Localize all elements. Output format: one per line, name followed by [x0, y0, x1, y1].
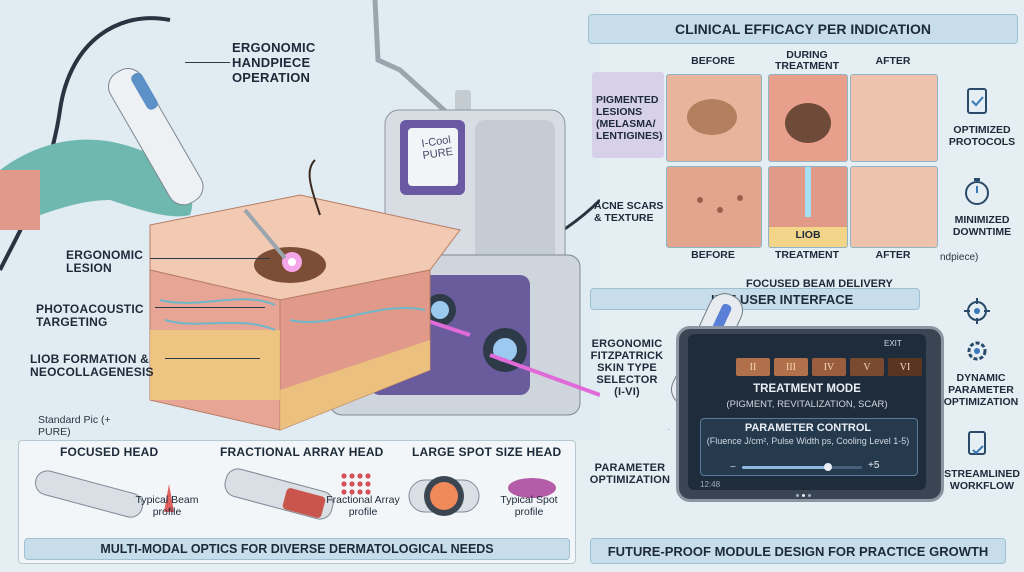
parameter-control-title: PARAMETER CONTROL	[744, 422, 872, 434]
efficacy-title: CLINICAL EFFICACY PER INDICATION	[588, 14, 1018, 44]
sidebar-label-protocols: OPTIMIZED PROTOCOLS	[948, 124, 1016, 148]
acne-during-image: LIOB	[768, 166, 848, 248]
document-check-icon	[968, 431, 986, 455]
treatment-mode-options[interactable]: (PIGMENT, REVITALIZATION, SCAR)	[726, 399, 888, 410]
skin-type-vi[interactable]: VI	[888, 358, 922, 376]
page-dots	[796, 484, 816, 497]
lesion-label: ERGONOMIC LESION	[66, 248, 144, 275]
efficacy-footer-after: AFTER	[875, 249, 911, 261]
head-title-focused: FOCUSED HEAD	[60, 445, 159, 459]
sidebar-label-workflow: STREAMLINED WORKFLOW	[944, 468, 1020, 492]
standard-pic-label: Standard Pic (+ PURE)	[38, 414, 111, 438]
head-title-large-spot: LARGE SPOT SIZE HEAD	[412, 445, 562, 459]
liob-label: LIOB FORMATION & NEOCOLLAGENESIS	[30, 352, 154, 379]
pigmented-before-image	[666, 74, 762, 162]
optics-banner: MULTI-MODAL OPTICS FOR DIVERSE DERMATOLO…	[24, 538, 570, 560]
head-caption-fractional: Fractional Array profile	[326, 494, 400, 518]
parameter-slider-track[interactable]	[742, 463, 862, 471]
optics-heads-art	[34, 468, 556, 520]
parameter-control-detail: (Fluence J/cm², Pulse Width ps, Cooling …	[706, 436, 910, 446]
sidebar-label-downtime: MINIMIZED DOWNTIME	[952, 214, 1012, 238]
efficacy-col-before: BEFORE	[691, 55, 735, 67]
head-caption-focused: Typical Beam profile	[135, 494, 199, 518]
future-proof-banner: FUTURE-PROOF MODULE DESIGN FOR PRACTICE …	[590, 538, 1006, 564]
acne-after-image	[850, 166, 938, 248]
efficacy-footer-treatment: TREATMENT	[775, 249, 839, 261]
skin-type-v[interactable]: V	[850, 358, 884, 376]
pigmented-during-image	[768, 74, 848, 162]
skin-type-iii[interactable]: III	[774, 358, 808, 376]
efficacy-footer-before: BEFORE	[691, 249, 735, 261]
screen-clock: 12:48	[700, 480, 721, 489]
acne-before-image	[666, 166, 762, 248]
head-title-fractional: FRACTIONAL ARRAY HEAD	[220, 445, 384, 459]
slider-value: +5	[868, 460, 880, 471]
efficacy-row-pigmented: PIGMENTED LESIONS (MELASMA/ LENTIGINES)	[596, 94, 663, 142]
skin-type-iv[interactable]: IV	[812, 358, 846, 376]
parameter-slider-thumb[interactable]	[824, 463, 833, 471]
head-caption-large-spot: Typical Spot profile	[500, 494, 558, 518]
crosshair-icon	[964, 298, 990, 324]
efficacy-row-acne: ACNE SCARS & TEXTURE	[594, 200, 664, 224]
skin-type-ii[interactable]: II	[736, 358, 770, 376]
overflow-text: ndpiece)	[940, 252, 979, 263]
device-illustration	[0, 0, 600, 440]
handpiece-label: ERGONOMIC HANDPIECE OPERATION	[232, 40, 316, 85]
focused-beam-label: FOCUSED BEAM DELIVERY	[746, 278, 893, 290]
pigmented-after-image	[850, 74, 938, 162]
slider-minus-icon[interactable]: −	[730, 462, 736, 473]
liob-overlay-label: LIOB	[795, 229, 821, 241]
photoacoustic-label: PHOTOACOUSTIC TARGETING	[36, 302, 144, 329]
stopwatch-icon	[965, 178, 989, 205]
treatment-mode-title: TREATMENT MODE	[753, 383, 861, 395]
fitzpatrick-label: ERGONOMIC FITZPATRICK SKIN TYPE SELECTOR…	[590, 338, 664, 398]
exit-button[interactable]: EXIT	[884, 339, 902, 348]
efficacy-col-during: DURING TREATMENT	[775, 49, 839, 72]
clipboard-check-icon	[967, 88, 987, 114]
parameter-optimization-label: PARAMETER OPTIMIZATION	[589, 462, 671, 486]
efficacy-col-after: AFTER	[875, 55, 911, 67]
sidebar-label-dynamic: DYNAMIC PARAMETER OPTIMIZATION	[943, 372, 1019, 408]
gear-icon	[967, 341, 987, 361]
ui-header: IN E USER INTERFACE	[590, 288, 920, 310]
